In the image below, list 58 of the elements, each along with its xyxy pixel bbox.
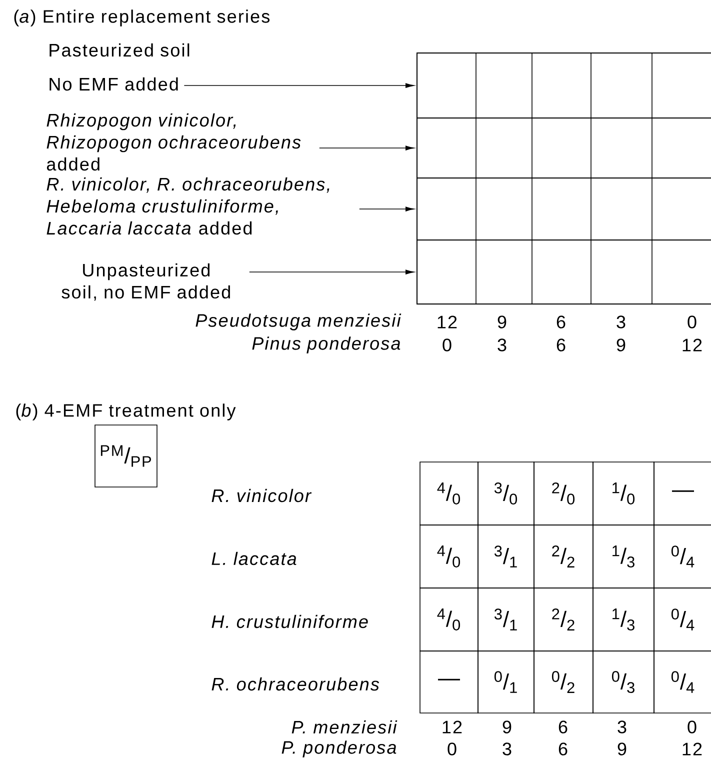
table-cell: $^{0}$/$_{2}$ — [534, 650, 594, 714]
species-label: P. ponderosa — [282, 740, 396, 758]
table-cell: $^{0}$/$_{1}$ — [478, 650, 534, 714]
table-cell: $^{4}$/$_{0}$ — [420, 588, 478, 652]
grid-row — [416, 178, 711, 240]
arrow — [359, 206, 414, 212]
treatment-label: R. vinicolor, R. ochraceorubens, Hebeloma crustuliniforme, Laccaria laccata added — [46, 177, 330, 235]
seedling-count: 9 — [616, 338, 626, 352]
table-cell: $^{0}$/$_{4}$ — [654, 524, 711, 588]
seedling-count: 9 — [618, 742, 626, 756]
arrow — [184, 83, 414, 88]
treatment-label: Unpasteurized soil, no EMF added — [62, 263, 230, 301]
fungus-label: L. laccata — [212, 552, 296, 566]
treatment-label: No EMF added — [50, 77, 178, 91]
table-cell: $^{1}$/$_{3}$ — [592, 524, 654, 588]
fungus-label: H. crustuliniforme — [212, 614, 368, 628]
table-cell: $^{4}$/$_{0}$ — [420, 524, 478, 588]
seedling-count: 6 — [558, 742, 568, 756]
seedling-count: 3 — [618, 720, 626, 734]
species-label: Pinus ponderosa — [252, 336, 400, 354]
seedling-count: 0 — [688, 720, 696, 734]
table-cell: $^{0}$/$_{4}$ — [654, 588, 711, 652]
seedling-count: 12 — [682, 338, 702, 352]
table-cell: $^{3}$/$_{1}$ — [478, 588, 534, 652]
fungus-label: R. vinicolor — [212, 488, 312, 502]
table-cell: $^{2}$/$_{2}$ — [534, 524, 594, 588]
table-cell: $^{0}$/$_{4}$ — [654, 650, 711, 714]
table-cell: $^{2}$/$_{2}$ — [534, 588, 594, 652]
table-cell: $^{3}$/$_{0}$ — [478, 462, 534, 526]
table-cell: — — [420, 650, 478, 714]
grid-row — [416, 240, 711, 304]
fungus-label: R. ochraceorubens — [212, 677, 380, 691]
table-cell: $^{0}$/$_{3}$ — [592, 650, 654, 714]
soil-label: Pasteurized soil — [50, 43, 190, 57]
seedling-count: 6 — [558, 720, 568, 734]
seedling-count: 0 — [442, 338, 452, 352]
seedling-count: 12 — [442, 720, 462, 734]
species-label: Pseudotsuga menziesii — [196, 314, 402, 330]
table-cell: $^{1}$/$_{0}$ — [592, 462, 654, 526]
seedling-count: 0 — [448, 742, 456, 756]
table-cell: $^{4}$/$_{0}$ — [420, 462, 478, 526]
grid-row — [416, 52, 711, 118]
table-cell: $^{3}$/$_{1}$ — [478, 524, 534, 588]
seedling-count: 12 — [682, 742, 702, 756]
seedling-count: 6 — [556, 338, 566, 352]
species-label: P. menziesii — [292, 720, 398, 734]
table-cell: $^{2}$/$_{0}$ — [534, 462, 594, 526]
treatment-label: Rhizopogon vinicolor, Rhizopogon ochraceorubens added — [46, 113, 301, 171]
panel-heading: (a) Entire replacement series — [14, 10, 270, 26]
table-cell: — — [654, 462, 711, 526]
seedling-count: 3 — [502, 742, 512, 756]
key-box: $^{PM}$/$_{PP}$ — [94, 424, 158, 488]
table-cell: $^{1}$/$_{3}$ — [592, 588, 654, 652]
grid-row — [416, 118, 711, 178]
seedling-count: 9 — [502, 720, 512, 734]
arrow — [319, 146, 414, 150]
arrow — [249, 270, 414, 274]
seedling-count: 3 — [498, 338, 506, 352]
